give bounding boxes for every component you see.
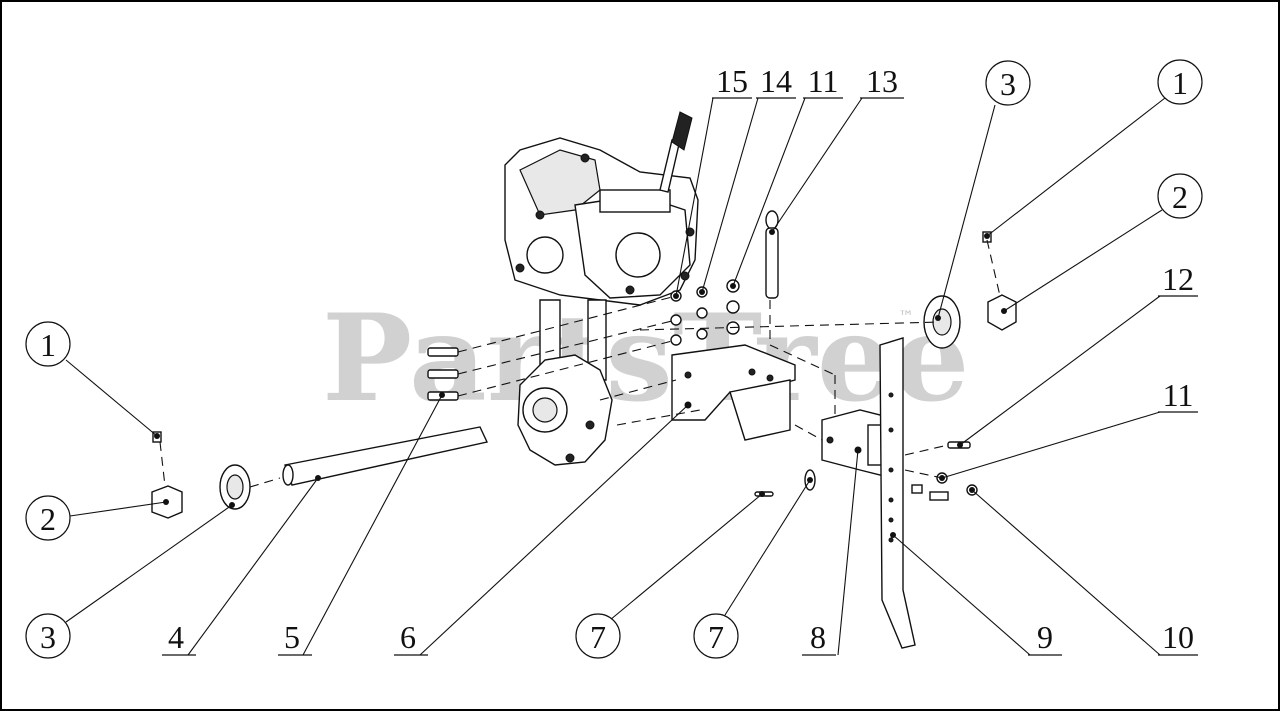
axle-4[interactable] [282, 426, 489, 486]
callout-3-left-label: 3 [40, 619, 56, 655]
bracket-6[interactable] [671, 344, 796, 441]
callout-3-right[interactable] [985, 60, 1031, 106]
callout-5-label: 5 [284, 619, 300, 655]
watermark: PartsTree [322, 288, 969, 429]
callout-1-right[interactable] [1157, 59, 1203, 105]
callout-9-label: 9 [1037, 619, 1053, 655]
callout-3-right-label: 3 [1000, 66, 1016, 102]
callout-12-label: 12 [1162, 261, 1194, 297]
callout-7-a[interactable] [575, 613, 621, 659]
callout-15-label: 15 [716, 63, 748, 99]
watermark-trademark: ™ [898, 307, 914, 326]
callout-11-top-label: 11 [808, 63, 839, 99]
callout-6-label: 6 [400, 619, 416, 655]
callout-1-left-label: 1 [40, 327, 56, 363]
callouts: 1 2 3 4 5 6 7 7 [25, 59, 1203, 659]
tine-9[interactable] [879, 337, 916, 649]
callout-13-label: 13 [866, 63, 898, 99]
callout-2-right[interactable] [1157, 173, 1203, 219]
callout-1-right-label: 1 [1172, 65, 1188, 101]
callout-11-right-label: 11 [1163, 377, 1194, 413]
callout-2-right-label: 2 [1172, 179, 1188, 215]
transmission-assembly[interactable] [504, 111, 699, 466]
callout-8-label: 8 [810, 619, 826, 655]
assembly-lines [159, 239, 1001, 488]
callout-14-label: 14 [760, 63, 792, 99]
callout-2-left[interactable] [25, 495, 71, 541]
pin-13[interactable] [765, 210, 779, 299]
callout-2-left-label: 2 [40, 501, 56, 537]
callout-1-left[interactable] [25, 321, 71, 367]
callout-7-b-label: 7 [708, 619, 724, 655]
callout-7-a-label: 7 [590, 619, 606, 655]
callout-4-label: 4 [168, 619, 184, 655]
callout-3-left[interactable] [25, 613, 71, 659]
callout-10-label: 10 [1162, 619, 1194, 655]
callout-7-b[interactable] [693, 613, 739, 659]
